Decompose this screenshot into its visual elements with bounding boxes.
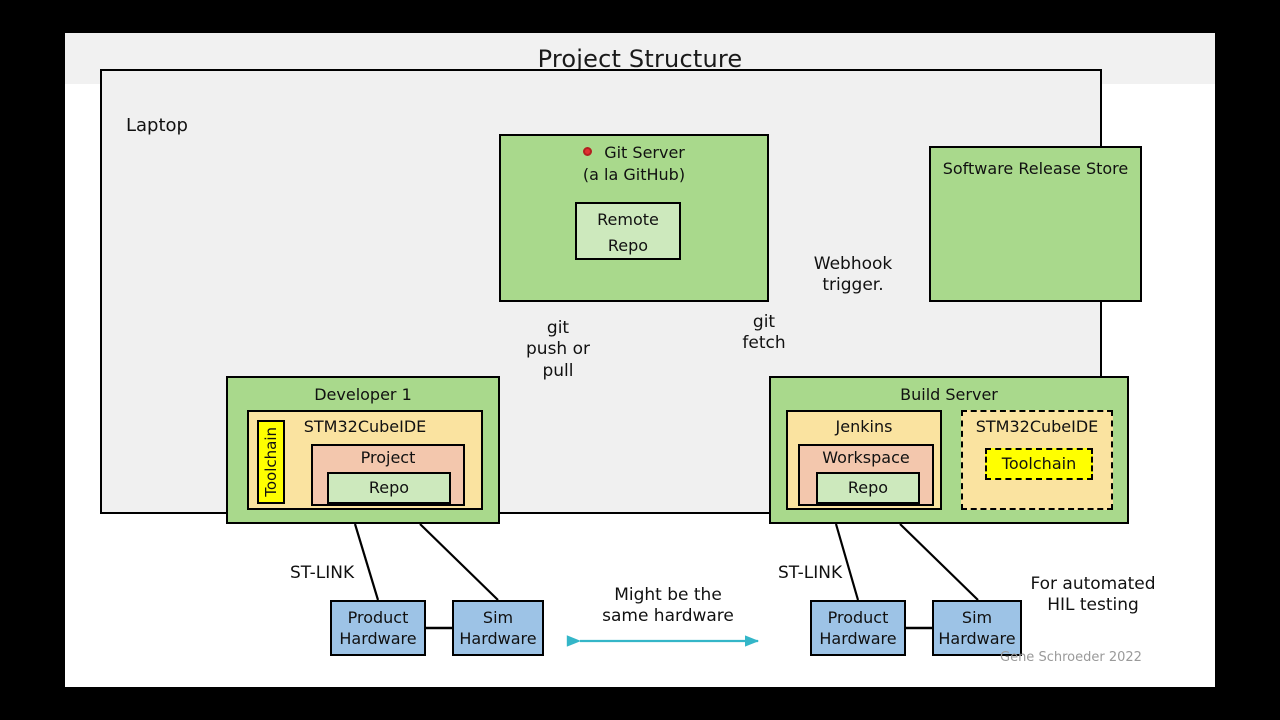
git-push-pull-line3: pull (542, 360, 574, 381)
hil-line2: HIL testing (1047, 595, 1139, 616)
annotation-git-fetch: git fetch (728, 312, 800, 355)
product-hardware-right-line1: Product (827, 608, 889, 627)
sim-hardware-right-line2: Hardware (938, 629, 1016, 648)
sim-hardware-left-line2: Hardware (459, 629, 537, 648)
jenkins-label: Jenkins (835, 417, 893, 436)
git-server-title: Git Server (604, 143, 685, 162)
product-hardware-left-line2: Hardware (339, 629, 417, 648)
sim-hardware-left-line1: Sim (482, 608, 514, 627)
developer-toolchain-box[interactable]: Toolchain (257, 420, 285, 504)
page-title: Project Structure (537, 44, 743, 73)
build-repo-label: Repo (847, 478, 889, 497)
software-release-store-box[interactable]: Software Release Store (929, 146, 1142, 302)
developer-project-box[interactable]: Project Repo (311, 444, 465, 506)
sim-hardware-right-box[interactable]: Sim Hardware (932, 600, 1022, 656)
build-toolchain-box[interactable]: Toolchain (985, 448, 1093, 480)
record-dot-icon (583, 147, 593, 156)
git-server-title-row: Git Server (501, 143, 767, 163)
workspace-label: Workspace (822, 448, 910, 467)
developer-1-title: Developer 1 (314, 385, 412, 404)
same-hardware-line2: same hardware (602, 606, 734, 627)
annotation-webhook-trigger: Webhook trigger. (795, 254, 911, 297)
build-repo-box[interactable]: Repo (816, 472, 920, 504)
git-server-box[interactable]: Git Server (a la GitHub) Remote Repo (499, 134, 769, 302)
git-push-pull-line2: push or (526, 339, 590, 360)
product-hardware-left-line1: Product (347, 608, 409, 627)
build-server-title: Build Server (900, 385, 998, 404)
st-link-label-right: ST-LINK (778, 563, 843, 583)
credit-text: Gene Schroeder 2022 (1000, 650, 1142, 665)
sim-hardware-right-line1: Sim (961, 608, 993, 627)
build-ide-box[interactable]: STM32CubeIDE Toolchain (961, 410, 1113, 510)
annotation-same-hardware: Might be the same hardware (588, 585, 748, 628)
git-fetch-line1: git (752, 312, 776, 332)
webhook-line2: trigger. (822, 275, 884, 296)
developer-ide-label: STM32CubeIDE (303, 417, 427, 436)
developer-repo-label: Repo (368, 478, 410, 497)
same-hardware-line1: Might be the (614, 585, 722, 605)
git-push-pull-line1: git (546, 318, 570, 338)
annotation-hil-testing: For automated HIL testing (1018, 574, 1168, 617)
hil-line1: For automated (1030, 574, 1156, 594)
webhook-line1: Webhook (813, 254, 893, 274)
sim-hardware-left-box[interactable]: Sim Hardware (452, 600, 544, 656)
developer-toolchain-label: Toolchain (262, 427, 280, 497)
remote-repo-label-line2: Repo (607, 235, 649, 255)
product-hardware-right-box[interactable]: Product Hardware (810, 600, 906, 656)
product-hardware-right-line2: Hardware (819, 629, 897, 648)
developer-ide-box[interactable]: STM32CubeIDE Toolchain Project Repo (247, 410, 483, 510)
developer-repo-box[interactable]: Repo (327, 472, 451, 504)
st-link-label-left: ST-LINK (290, 563, 355, 583)
software-release-store-title: Software Release Store (942, 159, 1129, 178)
annotation-git-push-pull: git push or pull (510, 318, 606, 382)
developer-1-box[interactable]: Developer 1 STM32CubeIDE Toolchain Proje… (226, 376, 500, 524)
workspace-box[interactable]: Workspace Repo (798, 444, 934, 506)
build-ide-label: STM32CubeIDE (975, 417, 1099, 436)
git-server-subtitle: (a la GitHub) (582, 165, 686, 184)
developer-project-label: Project (360, 448, 416, 467)
laptop-label: Laptop (126, 115, 188, 136)
remote-repo-label-line1: Remote (597, 209, 659, 229)
build-server-box[interactable]: Build Server Jenkins Workspace Repo STM3… (769, 376, 1129, 524)
build-toolchain-label: Toolchain (1001, 454, 1077, 473)
git-fetch-line2: fetch (742, 333, 786, 354)
product-hardware-left-box[interactable]: Product Hardware (330, 600, 426, 656)
remote-repo-box[interactable]: Remote Repo (575, 202, 681, 260)
jenkins-box[interactable]: Jenkins Workspace Repo (786, 410, 942, 510)
